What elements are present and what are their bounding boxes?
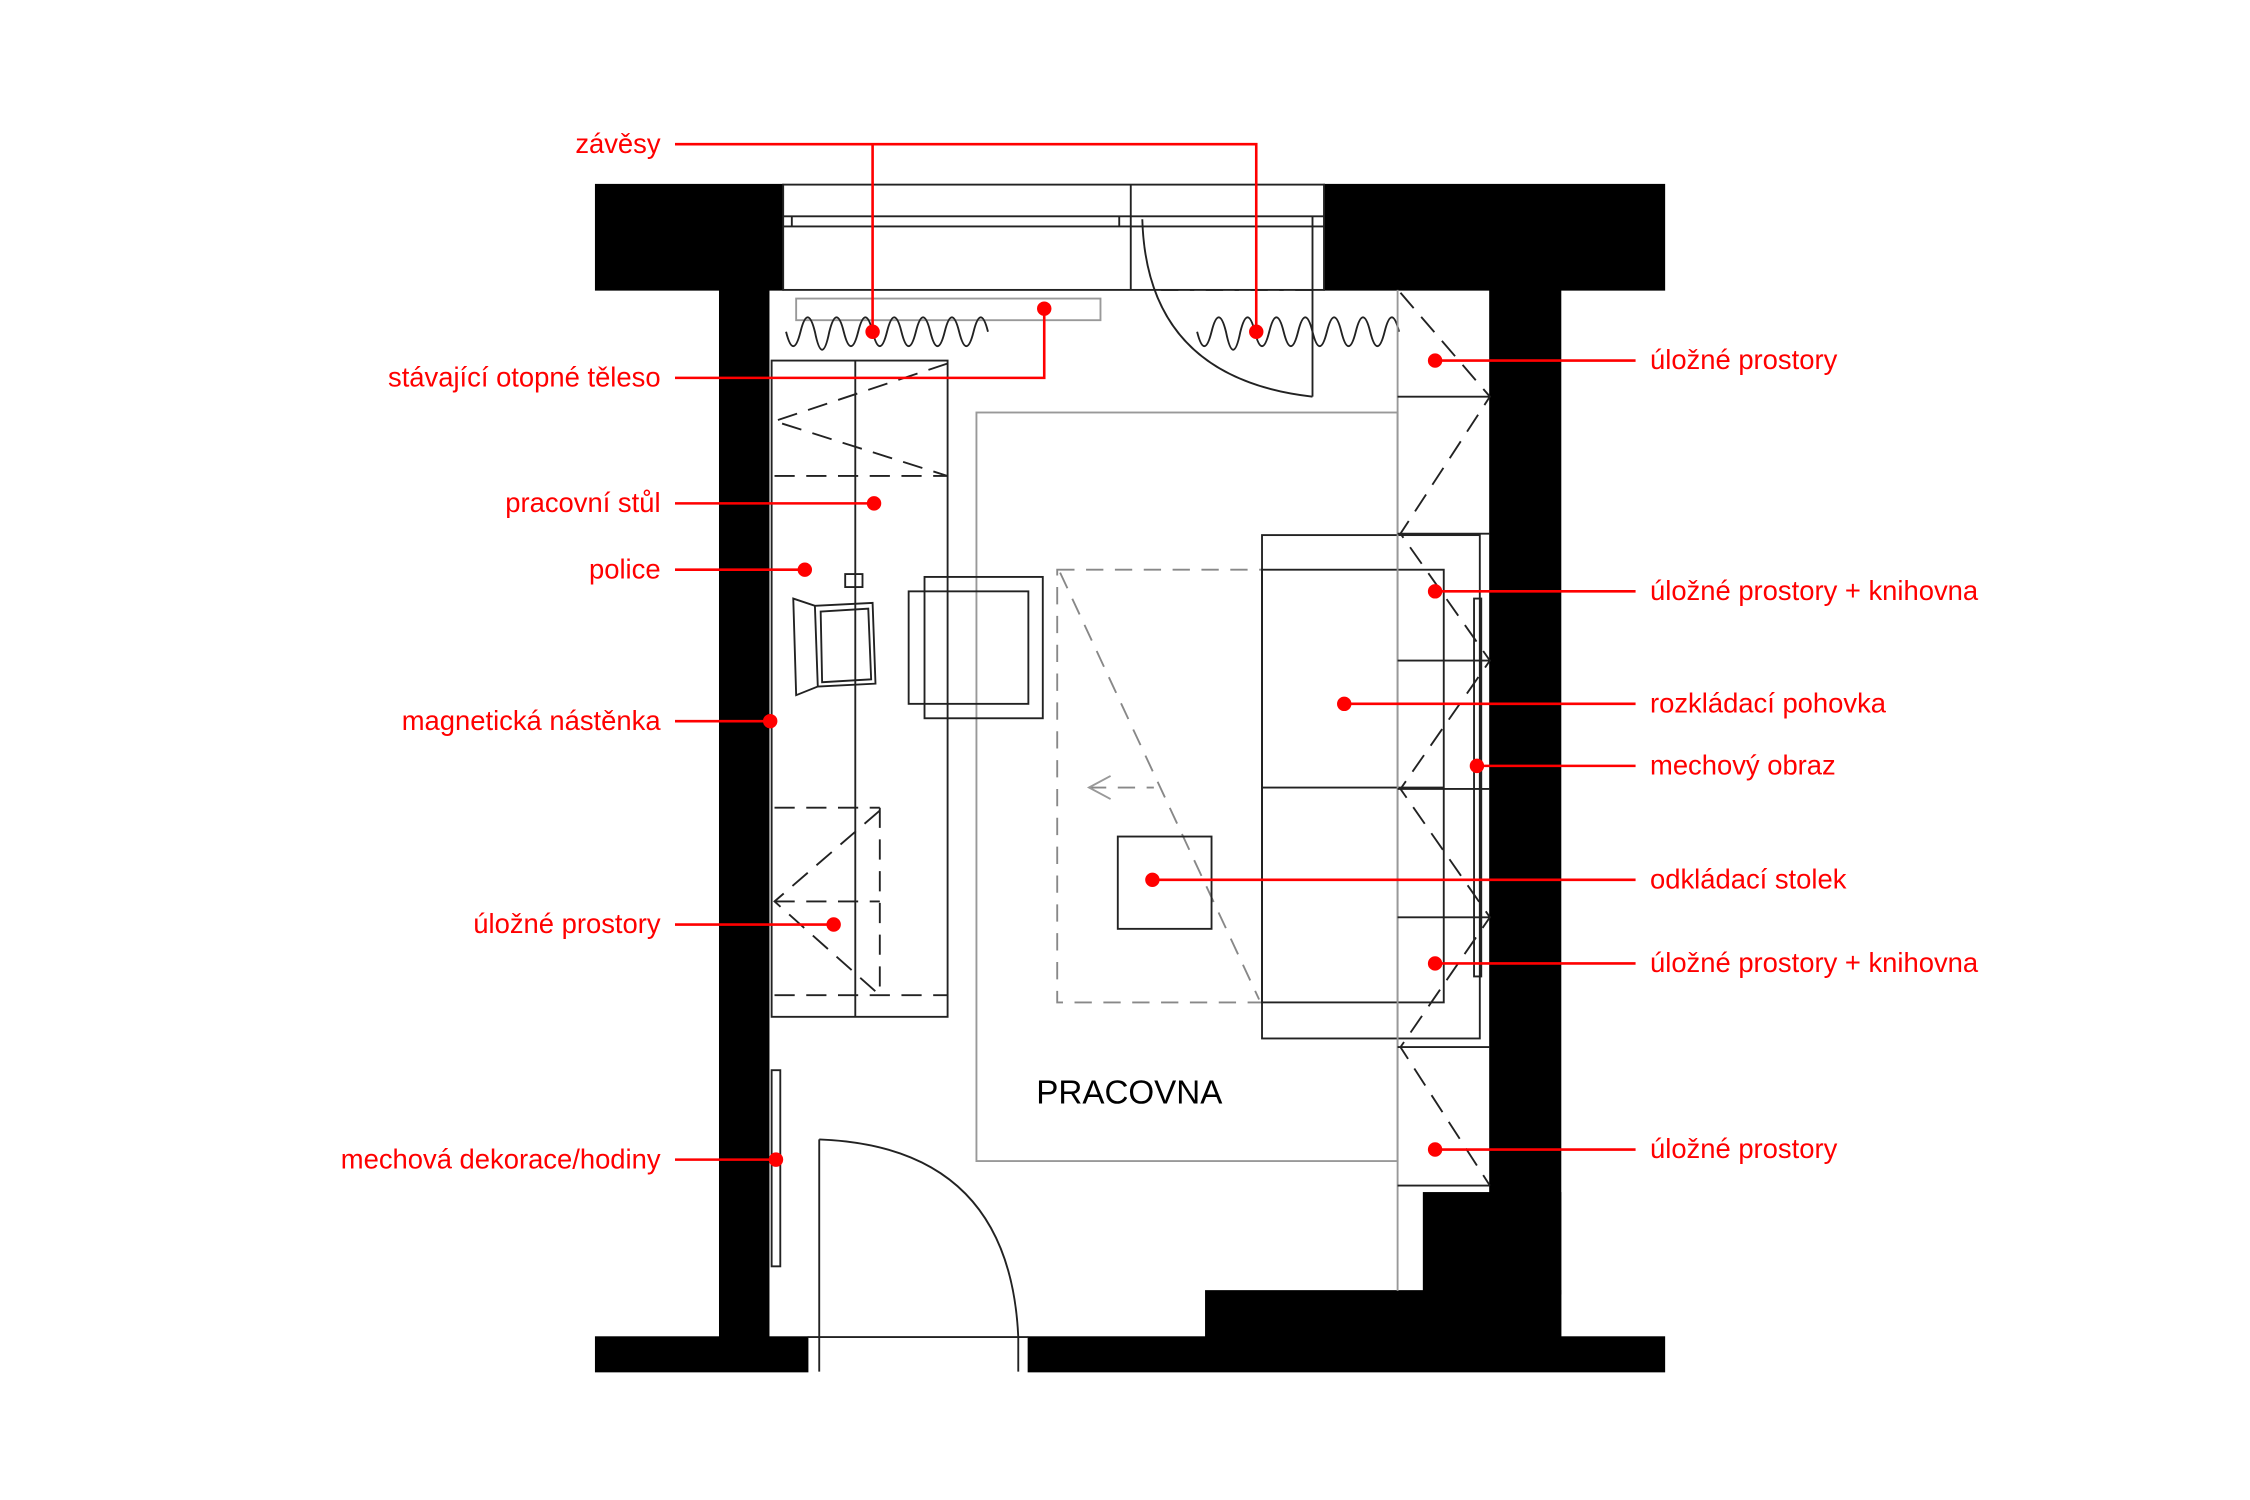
desk-unit: [770, 359, 949, 1018]
chair: [907, 575, 1044, 720]
storage-right: [1396, 289, 1492, 1291]
coffee-table: [1116, 835, 1213, 930]
label-curtains: závěsy: [575, 128, 661, 159]
radiator: [795, 297, 1102, 322]
label-shelves: police: [589, 553, 661, 584]
balcony-door: [1141, 216, 1325, 398]
annotations-left: závěsy stávající otopné těleso pracovní …: [341, 128, 1264, 1174]
label-desk: pracovní stůl: [505, 487, 660, 518]
label-storage-library-2: úložné prostory + knihovna: [1650, 947, 1979, 978]
curtain-left: [785, 316, 989, 351]
label-storage-left: úložné prostory: [473, 908, 661, 939]
curtain-right: [1196, 316, 1400, 351]
label-storage-library-1: úložné prostory + knihovna: [1650, 575, 1979, 606]
label-moss-decor: mechová dekorace/hodiny: [341, 1143, 661, 1174]
walls: [594, 183, 1666, 1373]
label-moss-picture: mechový obraz: [1650, 750, 1836, 781]
label-storage-right-1: úložné prostory: [1650, 344, 1838, 375]
sofa-bed-outline: [1056, 568, 1263, 1004]
label-storage-right-2: úložné prostory: [1650, 1133, 1838, 1164]
annotations-right: úložné prostory úložné prostory + knihov…: [1145, 344, 1979, 1164]
label-sofa-bed: rozkládací pohovka: [1650, 688, 1887, 719]
laptop: [792, 597, 877, 697]
moss-decor-clock: [770, 1069, 782, 1268]
window: [782, 183, 1325, 291]
label-magnetic-board: magnetická nástěnka: [402, 705, 662, 736]
sofa: [1261, 534, 1481, 1040]
label-radiator: stávající otopné těleso: [388, 362, 661, 393]
entrance-door: [807, 1138, 1029, 1372]
room-label: PRACOVNA: [1036, 1074, 1223, 1111]
label-coffee-table: odkládací stolek: [1650, 863, 1847, 894]
